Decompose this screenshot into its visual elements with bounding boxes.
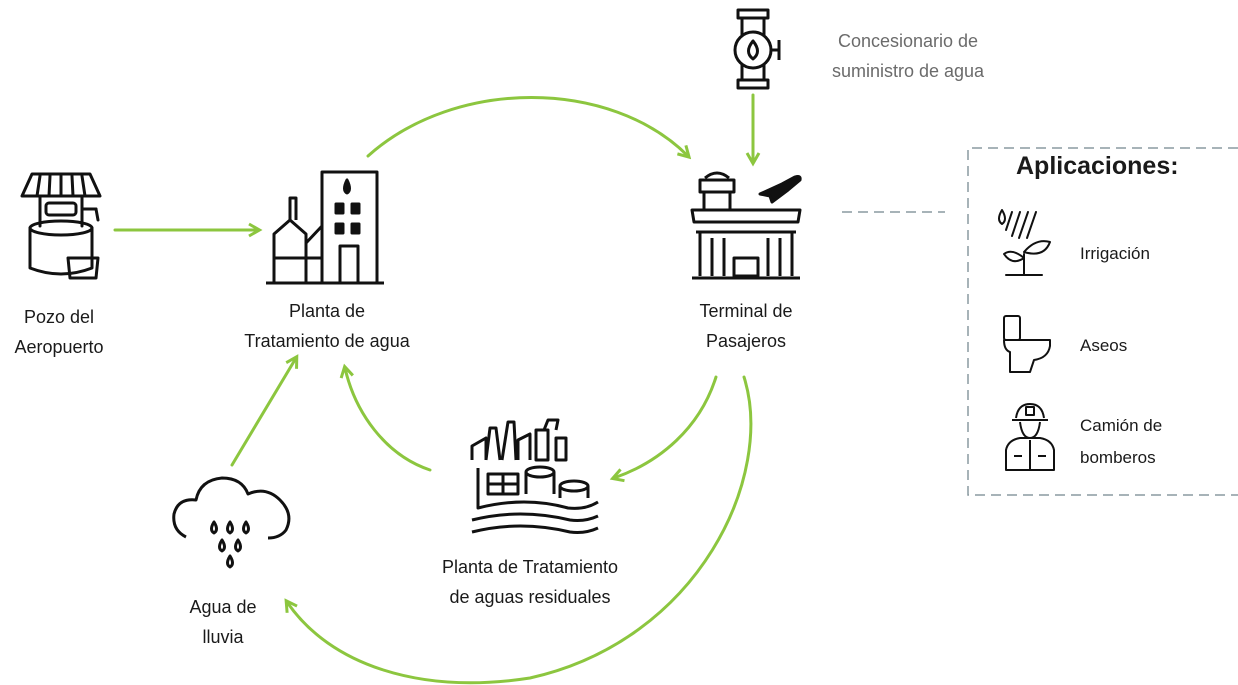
app-irrigation-label: Irrigación [1080,238,1150,270]
rain-label: Agua de lluvia [168,592,278,652]
app-toilets-text: Aseos [1080,336,1128,355]
applications-panel-border [967,147,1238,496]
terminal-icon [690,171,802,280]
wastewater-plant-icon [470,418,599,534]
water-treatment-plant-icon [266,170,384,285]
arrow-terminal-to-rain [284,375,753,685]
app-firetruck-line1: Camión de [1080,416,1163,435]
app-toilets-label: Aseos [1080,330,1127,362]
rain-label-line2: lluvia [202,627,244,647]
well-label-line2: Aeropuerto [14,337,104,357]
arrow-terminal-to-wastewater [609,375,718,483]
app-firetruck-line2: bomberos [1080,448,1156,467]
arrow-wastewater-to-plant [339,363,432,472]
water-valve-icon [733,8,781,90]
toilet-icon [1003,315,1051,373]
well-label-line1: Pozo del [23,307,95,327]
rain-label-line1: Agua de [189,597,257,617]
applications-title: Aplicaciones: [1016,152,1179,180]
supplier-label: Concesionario de suministro de agua [808,26,1008,86]
app-firetruck-label: Camión de bomberos [1080,410,1162,474]
water-plant-label: Planta de Tratamiento de agua [222,296,432,356]
terminal-label: Terminal de Pasajeros [676,296,816,356]
terminal-label-line1: Terminal de [699,301,793,321]
irrigation-icon [998,209,1051,276]
water-plant-label-line1: Planta de [288,301,366,321]
supplier-label-line1: Concesionario de [837,31,979,51]
rain-cloud-icon [172,476,291,569]
supplier-label-line2: suministro de agua [831,61,985,81]
wastewater-plant-label: Planta de Tratamiento de aguas residuale… [420,552,640,612]
firefighter-icon [1005,403,1055,471]
well-label: Pozo del Aeropuerto [0,302,119,362]
well-icon [20,172,102,280]
arrow-plant-to-terminal [366,96,692,160]
wastewater-plant-label-line1: Planta de Tratamiento [441,557,619,577]
app-irrigation-text: Irrigación [1080,244,1150,263]
terminal-label-line2: Pasajeros [705,331,787,351]
wastewater-plant-label-line2: de aguas residuales [449,587,611,607]
water-plant-label-line2: Tratamiento de agua [244,331,410,351]
arrow-rain-to-plant [230,354,299,467]
